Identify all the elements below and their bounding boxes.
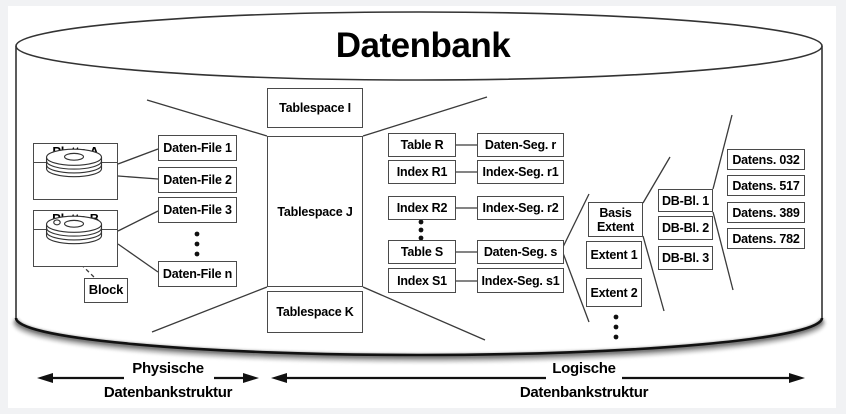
disk-platte-a: Platte A <box>33 143 118 200</box>
fan-files-to-tablespace-top <box>146 99 268 137</box>
daten-file-n-box: Daten-File n <box>158 261 237 287</box>
fan-block-to-records-bottom <box>712 211 734 291</box>
connector-platte-a-file1 <box>117 148 159 165</box>
extent-1-box: Extent 1 <box>586 241 642 269</box>
diagram-title: Datenbank <box>335 26 511 65</box>
fan-block-to-records-top <box>712 114 733 190</box>
disk-platte-b: Platte B <box>33 210 118 267</box>
dots-extents <box>613 314 619 320</box>
daten-file-1-box: Daten-File 1 <box>158 135 237 161</box>
index-seg-r1-box: Index-Seg. r1 <box>477 160 564 184</box>
tablespace-i-box: Tablespace I <box>267 88 363 128</box>
legend-physical-line1: Physische <box>132 360 204 377</box>
tablespace-j-box: Tablespace J <box>267 136 363 287</box>
fan-tablespace-to-tables-top <box>362 96 488 137</box>
table-segment-connectors <box>456 144 477 282</box>
connector-platte-b-file3 <box>117 210 159 232</box>
index-r1-box: Index R1 <box>388 160 456 184</box>
fan-segment-to-extents-bottom <box>562 252 590 323</box>
ellipsis-dots <box>194 219 619 340</box>
page-edge-left <box>0 0 8 414</box>
extent-2-box: Extent 2 <box>586 278 642 307</box>
legend-logical-line1: Logische <box>552 360 616 377</box>
db-block-1-box: DB-Bl. 1 <box>658 189 713 212</box>
connector-platte-a-file2 <box>117 175 159 180</box>
daten-file-2-box: Daten-File 2 <box>158 167 237 193</box>
fan-extent-to-blocks-bottom <box>642 235 665 312</box>
fan-tablespace-to-tables-bottom <box>362 286 486 341</box>
block-marker-icon <box>53 219 61 226</box>
logical-arrowhead-right <box>789 373 805 383</box>
index-seg-s1-box: Index-Seg. s1 <box>477 268 564 293</box>
db-block-2-box: DB-Bl. 2 <box>658 216 713 240</box>
legend-logical-line2: Datenbankstruktur <box>519 384 649 401</box>
basis-extent-box: Basis Extent <box>588 202 643 237</box>
daten-seg-s-box: Daten-Seg. s <box>477 240 564 264</box>
daten-file-3-box: Daten-File 3 <box>158 197 237 223</box>
dots-tables <box>418 219 424 225</box>
expansion-lines <box>146 96 734 341</box>
logical-arrowhead-left <box>271 373 287 383</box>
record-782-box: Datens. 782 <box>727 228 805 249</box>
page-edge-bottom <box>0 408 846 414</box>
tablespace-k-box: Tablespace K <box>267 291 363 333</box>
page-edge-top <box>0 0 846 6</box>
fan-segment-to-extents-top <box>562 193 590 248</box>
page-edge-right <box>836 0 846 414</box>
disk-b-icon <box>34 215 117 266</box>
physical-arrowhead-left <box>37 373 53 383</box>
legend-physical-line2: Datenbankstruktur <box>103 384 233 401</box>
index-r2-box: Index R2 <box>388 196 456 220</box>
record-517-box: Datens. 517 <box>727 175 805 196</box>
physical-arrowhead-right <box>243 373 259 383</box>
fan-files-to-tablespace-bottom <box>151 286 268 333</box>
record-032-box: Datens. 032 <box>727 149 805 170</box>
daten-seg-r-box: Daten-Seg. r <box>477 133 564 157</box>
index-seg-r2-box: Index-Seg. r2 <box>477 196 564 220</box>
disk-a-icon <box>34 148 117 199</box>
table-r-box: Table R <box>388 133 456 157</box>
index-s1-box: Index S1 <box>388 268 456 293</box>
table-s-box: Table S <box>388 240 456 264</box>
connector-platte-b-filen <box>117 243 159 273</box>
legend-arrows <box>37 373 805 383</box>
block-box: Block <box>84 278 128 303</box>
db-block-3-box: DB-Bl. 3 <box>658 246 713 270</box>
dots-files <box>194 231 200 237</box>
record-389-box: Datens. 389 <box>727 202 805 223</box>
fan-extent-to-blocks-top <box>642 156 671 204</box>
